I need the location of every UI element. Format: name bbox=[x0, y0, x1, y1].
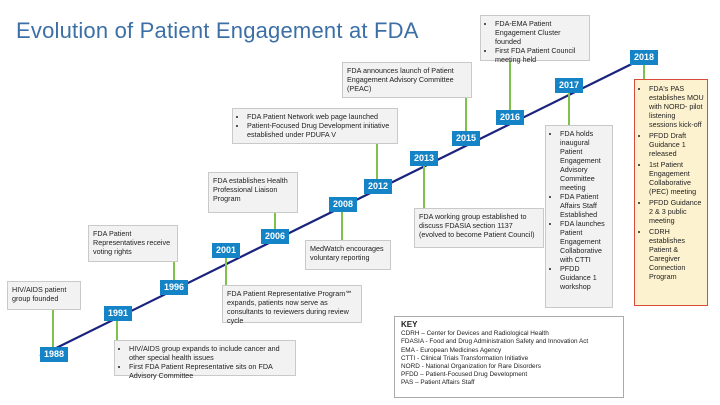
stem-2008 bbox=[341, 212, 343, 240]
year-badge-1988: 1988 bbox=[40, 347, 68, 362]
event-1991: HIV/AIDS group expands to include cancer… bbox=[114, 340, 296, 380]
key-item: EMA - European Medicines Agency bbox=[401, 346, 502, 354]
event-2013: FDA working group established to discuss… bbox=[414, 208, 544, 248]
event-2015: FDA announces launch of Patient Engageme… bbox=[342, 62, 472, 98]
event-2008: MedWatch encourages voluntary reporting bbox=[305, 240, 391, 270]
key-title: KEY bbox=[401, 320, 418, 329]
key-legend: KEY CDRH – Center for Devices and Radiol… bbox=[394, 316, 624, 398]
stem-2013 bbox=[423, 166, 425, 208]
page-title: Evolution of Patient Engagement at FDA bbox=[16, 18, 419, 43]
stem-2001 bbox=[225, 258, 227, 286]
event-2017: FDA holds inaugural Patient Engagement A… bbox=[545, 125, 613, 308]
stem-2012 bbox=[376, 143, 378, 179]
key-item: NORD - National Organization for Rare Di… bbox=[401, 363, 541, 371]
stem-2018 bbox=[643, 65, 645, 79]
year-badge-2006: 2006 bbox=[261, 229, 289, 244]
event-2018-item: FDA's PAS establishes MOU with NORD- pil… bbox=[649, 84, 704, 129]
year-badge-2015: 2015 bbox=[452, 131, 480, 146]
event-2017-item: PFDD Guidance 1 workshop bbox=[560, 264, 608, 291]
event-2017-item: FDA Patient Affairs Staff Established bbox=[560, 192, 608, 219]
stem-1996 bbox=[173, 261, 175, 280]
stem-2015 bbox=[465, 98, 467, 131]
event-2018-panel: FDA's PAS establishes MOU with NORD- pil… bbox=[634, 79, 708, 306]
key-item: PAS – Patient Affairs Staff bbox=[401, 379, 475, 387]
event-1991-item: HIV/AIDS group expands to include cancer… bbox=[129, 344, 291, 362]
stem-2017 bbox=[568, 93, 570, 125]
year-badge-2018: 2018 bbox=[630, 50, 658, 65]
event-1996: FDA Patient Representatives receive voti… bbox=[88, 225, 178, 262]
event-2012: FDA Patient Network web page launched Pa… bbox=[232, 108, 398, 144]
year-badge-2013: 2013 bbox=[410, 151, 438, 166]
key-item: PFDD – Patient-Focused Drug Development bbox=[401, 371, 528, 379]
stem-1991 bbox=[116, 321, 118, 341]
key-item: CTTI - Clinical Trials Transformation In… bbox=[401, 354, 529, 362]
event-2018-item: PFDD Draft Guidance 1 released bbox=[649, 131, 704, 158]
year-badge-2008: 2008 bbox=[329, 197, 357, 212]
event-2016: FDA-EMA Patient Engagement Cluster found… bbox=[480, 15, 590, 64]
year-badge-2001: 2001 bbox=[212, 243, 240, 258]
event-2018-item: CDRH establishes Patient & Caregiver Con… bbox=[649, 227, 704, 281]
year-badge-1996: 1996 bbox=[160, 280, 188, 295]
event-2017-item: FDA launches Patient Engagement Collabor… bbox=[560, 219, 608, 264]
stem-2006 bbox=[274, 213, 276, 229]
key-item: FDASIA - Food and Drug Administration Sa… bbox=[401, 338, 589, 346]
event-2001: FDA Patient Representative Program℠ expa… bbox=[222, 285, 362, 325]
year-badge-2016: 2016 bbox=[496, 110, 524, 125]
event-1988: HIV/AIDS patient group founded bbox=[7, 281, 81, 310]
event-1991-item: First FDA Patient Representative sits on… bbox=[129, 362, 291, 380]
stem-1988 bbox=[52, 309, 54, 347]
event-2016-item: First FDA Patient Council meeting held bbox=[495, 46, 585, 64]
event-2017-item: FDA holds inaugural Patient Engagement A… bbox=[560, 129, 608, 192]
event-2012-item: Patient-Focused Drug Development initiat… bbox=[247, 121, 393, 139]
event-2012-item: FDA Patient Network web page launched bbox=[247, 112, 393, 121]
key-item: CDRH – Center for Devices and Radiologic… bbox=[401, 330, 549, 338]
stem-2016 bbox=[509, 60, 511, 110]
event-2006: FDA establishes Health Professional Liai… bbox=[208, 172, 298, 213]
year-badge-2017: 2017 bbox=[555, 78, 583, 93]
event-2016-item: FDA-EMA Patient Engagement Cluster found… bbox=[495, 19, 585, 46]
year-badge-2012: 2012 bbox=[364, 179, 392, 194]
year-badge-1991: 1991 bbox=[104, 306, 132, 321]
event-2018-item: 1st Patient Engagement Collaborative (PE… bbox=[649, 160, 704, 196]
event-2018-item: PFDD Guidance 2 & 3 public meeting bbox=[649, 198, 704, 225]
